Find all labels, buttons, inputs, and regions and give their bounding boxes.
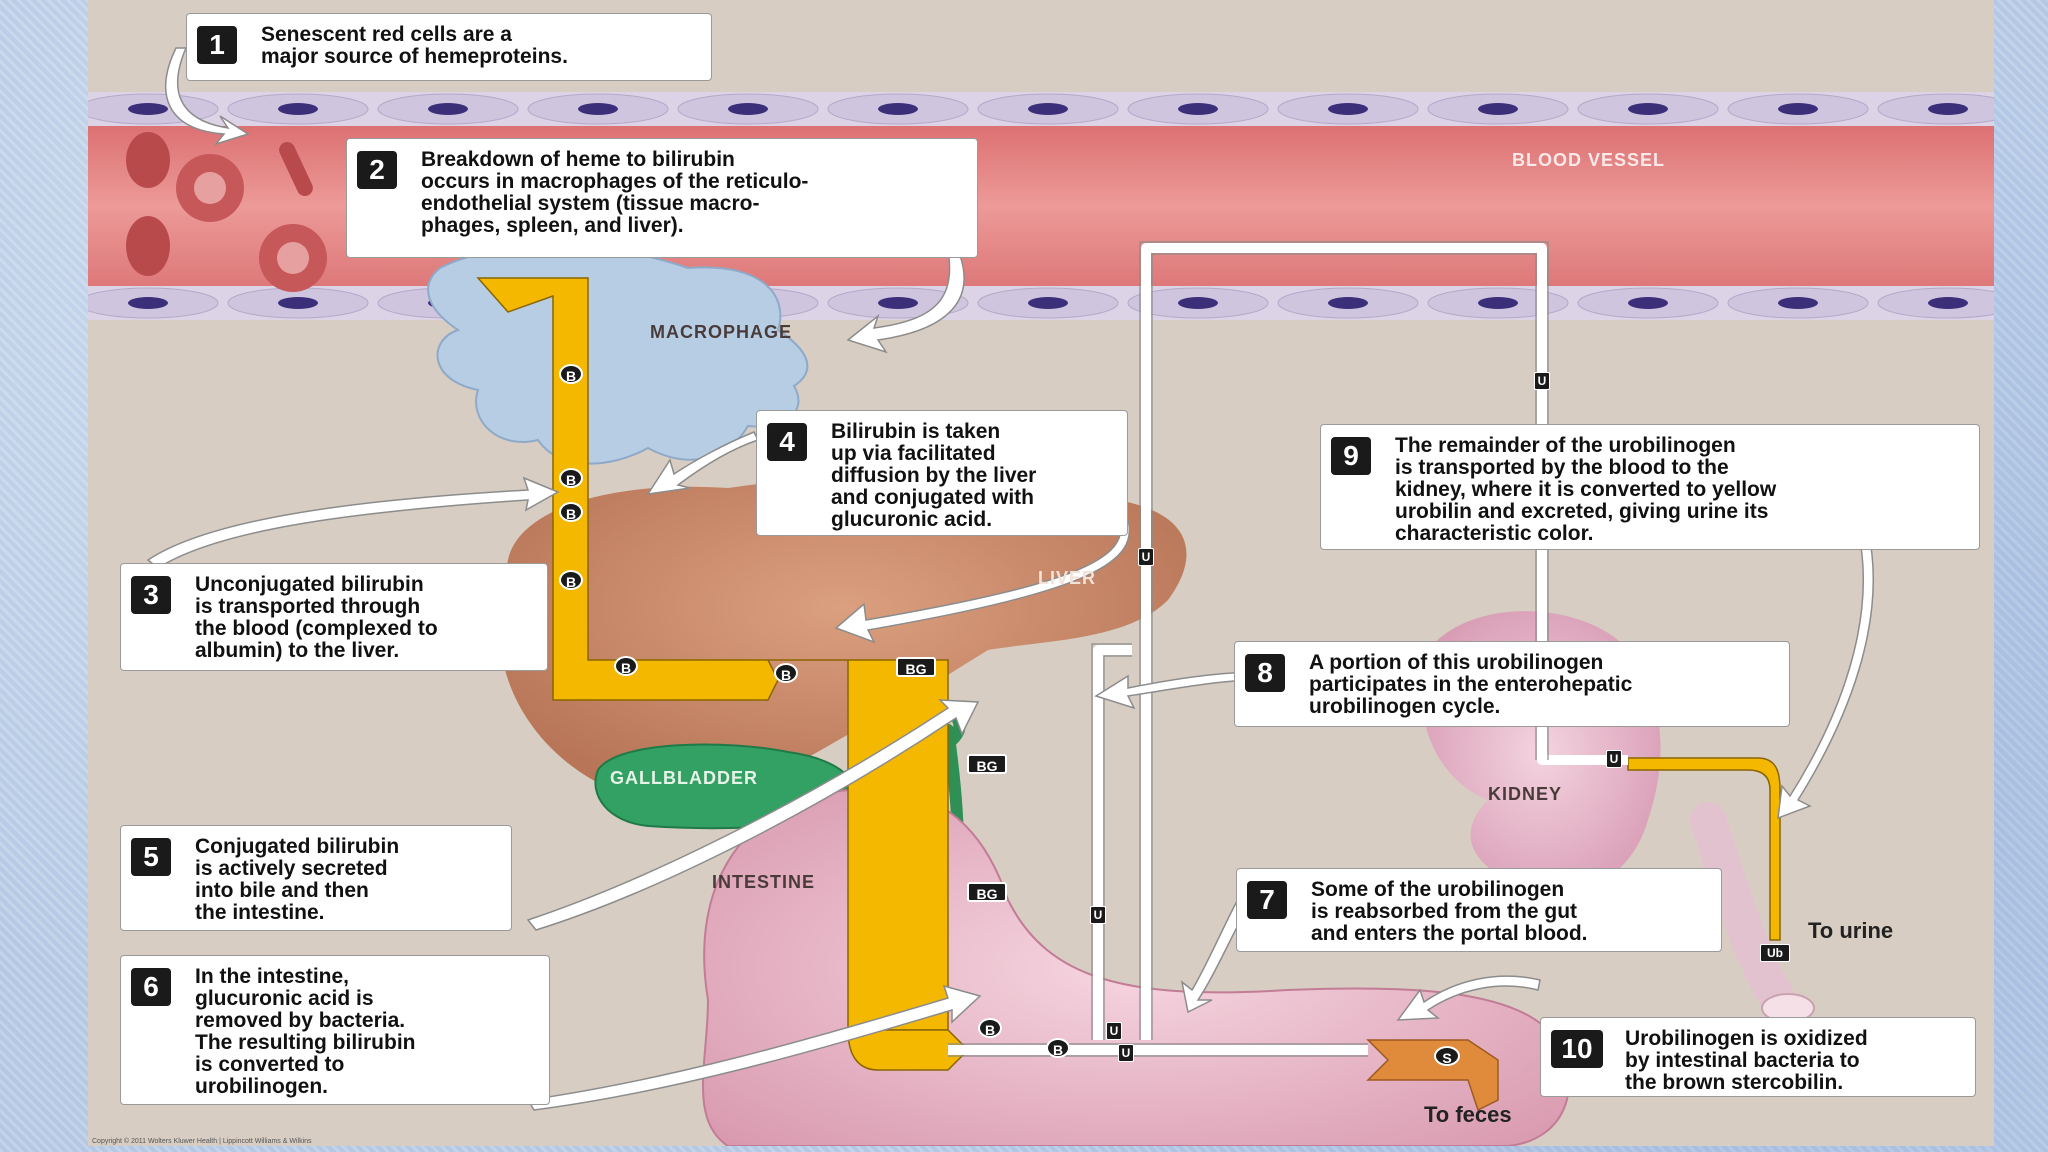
step-7-text: Some of the urobilinogen is reabsorbed f… [1311, 878, 1588, 945]
step-8-number: 8 [1245, 654, 1285, 692]
liver-label: LIVER [1038, 568, 1097, 588]
endothelial-nucleus [128, 297, 168, 309]
step-1-text: Senescent red cells are a major source o… [261, 23, 568, 68]
bilirubin-glucuronide-tag: BG [967, 882, 1007, 902]
endothelial-nucleus [1628, 103, 1668, 115]
bilirubin-tag: B [774, 663, 798, 683]
endothelial-nucleus [1028, 103, 1068, 115]
endothelial-nucleus [1778, 297, 1818, 309]
urobilinogen-tag: U [1534, 372, 1550, 390]
stercobilin-arrow [1366, 1039, 1499, 1112]
bilirubin-tag: B [559, 468, 583, 488]
endothelial-nucleus [128, 103, 168, 115]
to-feces-label: To feces [1424, 1102, 1512, 1127]
diagram-illustration [88, 47, 1994, 1146]
macrophage-label: MACROPHAGE [650, 322, 793, 342]
to-urine-label: To urine [1808, 918, 1894, 943]
bilirubin-tag: B [614, 656, 638, 676]
step-10-callout: 10 Urobilinogen is oxidized by intestina… [1540, 1017, 1976, 1097]
urobilinogen-tag: U [1118, 1044, 1134, 1062]
endothelial-nucleus [1328, 297, 1368, 309]
bilirubin-tag: B [978, 1018, 1002, 1038]
step-1-number: 1 [197, 26, 237, 64]
bilirubin-glucuronide-tag: BG [896, 657, 936, 677]
ureter [1690, 802, 1796, 1018]
intestine-organ [702, 787, 1570, 1146]
step-6-callout: 6 In the intestine, glucuronic acid is r… [120, 955, 550, 1105]
endothelial-nucleus [1478, 103, 1518, 115]
blood-vessel-label: BLOOD VESSEL [1512, 150, 1666, 170]
callout-arrows [146, 47, 1874, 1111]
step-3-number: 3 [131, 576, 171, 614]
step-10-number: 10 [1551, 1030, 1603, 1068]
step-9-text: The remainder of the urobilinogen is tra… [1395, 434, 1777, 545]
bilirubin-tag: B [559, 570, 583, 590]
kidney-label: KIDNEY [1488, 784, 1563, 804]
endothelial-nucleus [428, 103, 468, 115]
step-4-callout: 4 Bilirubin is taken up via facilitated … [756, 410, 1128, 536]
step-5-number: 5 [131, 838, 171, 876]
urobilinogen-tag: U [1606, 750, 1622, 768]
step-3-callout: 3 Unconjugated bilirubin is transported … [120, 563, 548, 671]
step-9-number: 9 [1331, 437, 1371, 475]
step-8-callout: 8 A portion of this urobilinogen partici… [1234, 641, 1790, 727]
endothelial-nucleus [1628, 297, 1668, 309]
endothelial-nucleus [1328, 103, 1368, 115]
step-2-text: Breakdown of heme to bilirubin occurs in… [421, 148, 809, 237]
step-10-text: Urobilinogen is oxidized by intestinal b… [1625, 1027, 1868, 1094]
stercobilin-tag: S [1434, 1046, 1460, 1066]
endothelial-nucleus [1928, 297, 1968, 309]
urobilinogen-tag: U [1090, 906, 1106, 924]
endothelial-nucleus [1178, 297, 1218, 309]
step-7-number: 7 [1247, 881, 1287, 919]
bilirubin-tag: B [559, 502, 583, 522]
urobilin-tag: Ub [1760, 944, 1790, 962]
endothelial-nucleus [878, 103, 918, 115]
bilirubin-tag: B [559, 364, 583, 384]
endothelial-nucleus [278, 297, 318, 309]
step-5-callout: 5 Conjugated bilirubin is actively secre… [120, 825, 512, 931]
step-2-callout: 2 Breakdown of heme to bilirubin occurs … [346, 138, 978, 258]
bilirubin-glucuronide-tag: BG [967, 754, 1007, 774]
step-6-text: In the intestine, glucuronic acid is rem… [195, 965, 416, 1098]
step-1-callout: 1 Senescent red cells are a major source… [186, 13, 712, 81]
step-2-number: 2 [357, 151, 397, 189]
endothelial-nucleus [728, 103, 768, 115]
step-4-text: Bilirubin is taken up via facilitated di… [831, 420, 1037, 531]
step-9-callout: 9 The remainder of the urobilinogen is t… [1320, 424, 1980, 550]
gallbladder-label: GALLBLADDER [610, 768, 758, 788]
copyright-notice: Copyright © 2011 Wolters Kluwer Health |… [92, 1138, 312, 1145]
endothelial-nucleus [1178, 103, 1218, 115]
endothelial-nucleus [878, 297, 918, 309]
endothelial-nucleus [278, 103, 318, 115]
step-6-number: 6 [131, 968, 171, 1006]
intestine-label: INTESTINE [712, 872, 816, 892]
urobilinogen-tag: U [1106, 1022, 1122, 1040]
endothelial-nucleus [1778, 103, 1818, 115]
step-8-text: A portion of this urobilinogen participa… [1309, 651, 1633, 718]
step-3-text: Unconjugated bilirubin is transported th… [195, 573, 438, 662]
endothelial-nucleus [1028, 297, 1068, 309]
urobilinogen-tag: U [1138, 548, 1154, 566]
endothelial-nucleus [1928, 103, 1968, 115]
endothelial-nucleus [578, 103, 618, 115]
red-blood-cells [126, 132, 327, 292]
step-4-number: 4 [767, 423, 807, 461]
step-5-text: Conjugated bilirubin is actively secrete… [195, 835, 400, 924]
liver-organ [499, 475, 1187, 806]
bilirubin-tag: B [1046, 1038, 1070, 1058]
endothelial-nucleus [1478, 297, 1518, 309]
bilirubin-metabolism-figure: BLOOD VESSEL MACROPHAGE LIVER GALLBLADDE… [88, 0, 1994, 1146]
step-7-callout: 7 Some of the urobilinogen is reabsorbed… [1236, 868, 1722, 952]
